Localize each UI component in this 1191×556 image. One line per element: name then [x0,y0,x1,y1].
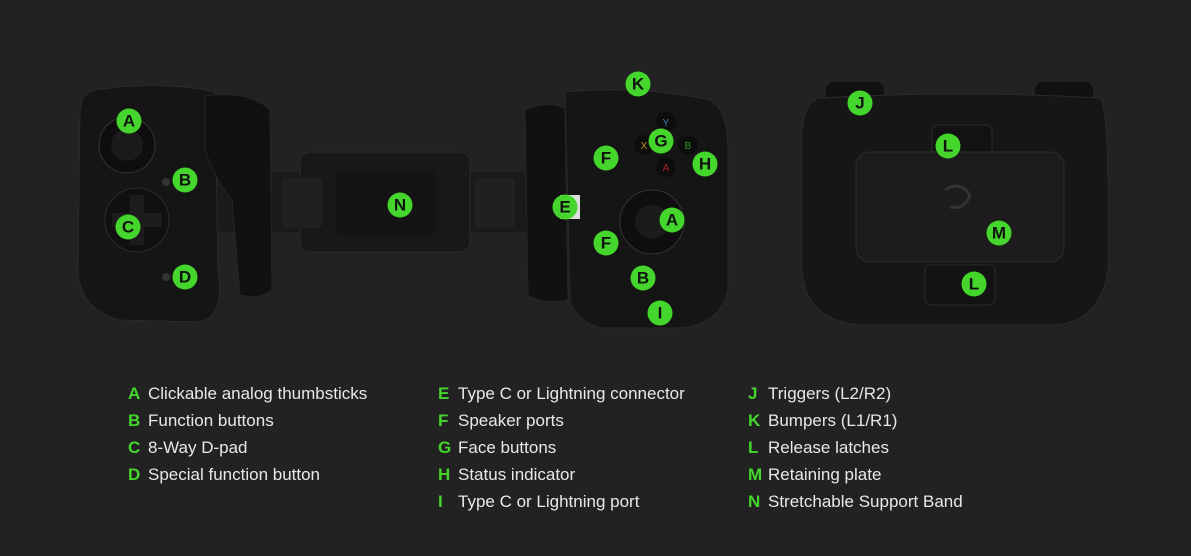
callout-badge-f: F [593,145,619,171]
legend-item: E Type C or Lightning connector [438,382,685,409]
legend-key: G [438,438,452,457]
callout-badge-e: E [552,194,578,220]
callout-badge-l-bottom: L [961,271,987,297]
legend-label: Stretchable Support Band [768,492,963,511]
callout-badge-i: I [647,300,673,326]
legend-label: Bumpers (L1/R1) [768,411,898,430]
legend-key: D [128,465,141,484]
legend-label: 8-Way D-pad [148,438,248,457]
legend-label: Status indicator [458,465,576,484]
legend-label: Special function button [148,465,321,484]
callout-badge-m: M [986,220,1012,246]
callout-badge-g: G [648,128,674,154]
callout-badge-j: J [847,90,873,116]
legend-item: C 8-Way D-pad [128,436,367,463]
callout-badge-c: C [115,214,141,240]
callout-badge-h: H [692,151,718,177]
legend-item: I Type C or Lightning port [438,490,685,517]
callout-badge-b: B [172,167,198,193]
legend-label: Retaining plate [768,465,882,484]
legend-key: K [748,411,761,430]
legend-column-1: A Clickable analog thumbsticks B Function … [128,382,367,490]
legend-key: N [748,492,761,511]
face-button-y: Y [663,118,670,129]
controller-back-view [801,82,1109,326]
callout-badge-k: K [625,71,651,97]
legend-column-2: E Type C or Lightning connector F Speaker … [438,382,685,517]
legend-item: G Face buttons [438,436,685,463]
legend-item: D Special function button [128,463,367,490]
face-button-b: B [685,141,692,152]
legend-label: Type C or Lightning port [458,492,640,511]
legend-item: L Release latches [748,436,963,463]
legend-key: E [438,384,450,403]
legend-label: Clickable analog thumbsticks [148,384,368,403]
support-band [215,151,565,253]
left-controller [77,84,273,323]
legend-label: Triggers (L2/R2) [768,384,892,403]
face-button-a: A [663,163,670,174]
legend-label: Function buttons [148,411,274,430]
legend-label: Speaker ports [458,411,564,430]
legend-key: C [128,438,141,457]
legend-label: Type C or Lightning connector [458,384,685,403]
legend-item: B Function buttons [128,409,367,436]
legend-key: M [748,465,763,484]
callout-badge-f-lower: F [593,230,619,256]
callout-badge-a: A [116,108,142,134]
callout-badge-l-top: L [935,133,961,159]
legend-item: N Stretchable Support Band [748,490,963,517]
legend-label: Release latches [768,438,889,457]
callout-badge-a-right: A [659,207,685,233]
legend-key: B [128,411,141,430]
legend-column-3: J Triggers (L2/R2) K Bumpers (L1/R1) L Rele… [748,382,963,517]
legend-key: I [438,492,443,511]
legend-key: L [748,438,759,457]
callout-badge-n: N [387,192,413,218]
legend-item: J Triggers (L2/R2) [748,382,963,409]
callout-badge-d: D [172,264,198,290]
legend-key: J [748,384,758,403]
legend-key: F [438,411,449,430]
legend-key: A [128,384,141,403]
callout-badge-b-right: B [630,265,656,291]
legend-item: F Speaker ports [438,409,685,436]
legend-key: H [438,465,451,484]
legend-item: H Status indicator [438,463,685,490]
legend-item: A Clickable analog thumbsticks [128,382,367,409]
legend-item: M Retaining plate [748,463,963,490]
legend-label: Face buttons [458,438,557,457]
legend-item: K Bumpers (L1/R1) [748,409,963,436]
face-button-x: X [641,141,648,152]
